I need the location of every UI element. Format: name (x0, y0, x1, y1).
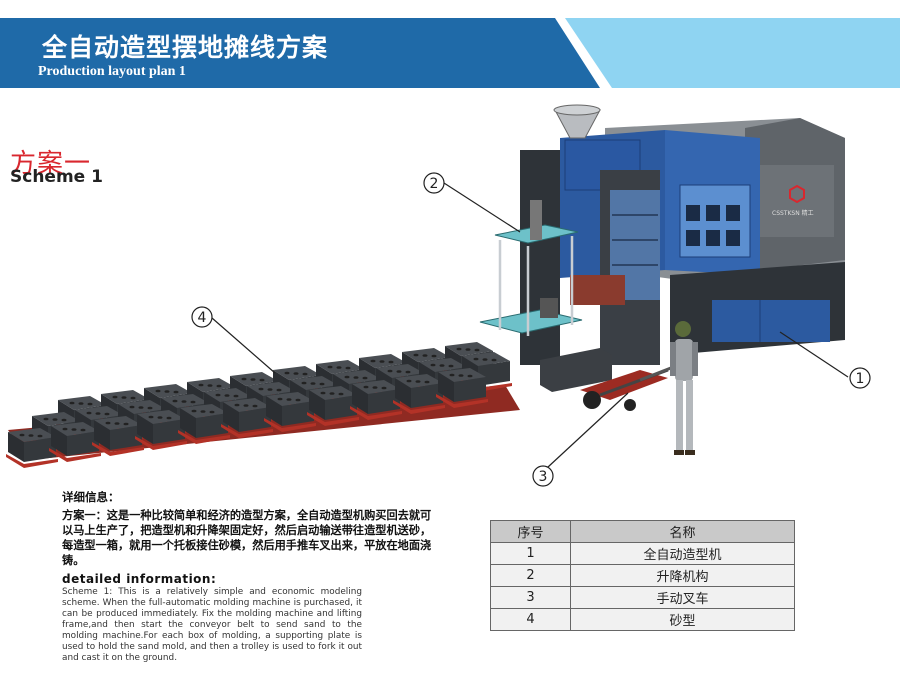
row-no: 3 (490, 586, 571, 609)
callout-4-label: 4 (198, 310, 207, 326)
callout-1-label: 1 (856, 371, 865, 387)
table-row: 1 全自动造型机 (490, 542, 795, 565)
machine-logo-text: CSSTKSN 精工 (772, 209, 814, 217)
scheme-title-en: Scheme 1 (10, 167, 103, 187)
row-name: 砂型 (570, 608, 795, 631)
row-no: 1 (490, 542, 571, 565)
row-name: 手动叉车 (570, 586, 795, 609)
callout-2: 2 (423, 172, 445, 194)
callout-3-label: 3 (539, 469, 548, 485)
callout-3: 3 (532, 465, 554, 487)
row-no: 4 (490, 608, 571, 631)
header-name: 名称 (570, 520, 795, 543)
table-row: 4 砂型 (490, 608, 795, 631)
table-row: 3 手动叉车 (490, 586, 795, 609)
row-no: 2 (490, 564, 571, 587)
details-section: 详细信息： 方案一：这是一种比较简单和经济的造型方案，全自动造型机购买回去就可以… (62, 489, 442, 664)
page-title: 全自动造型摆地摊线方案 (42, 33, 329, 62)
row-name: 升降机构 (570, 564, 795, 587)
row-name: 全自动造型机 (570, 542, 795, 565)
page-subtitle: Production layout plan 1 (38, 64, 186, 79)
sand-molds (6, 342, 520, 468)
header-no: 序号 (490, 520, 571, 543)
callout-1: 1 (849, 367, 871, 389)
molding-machine: CSSTKSN 精工 (520, 104, 845, 365)
trolley (540, 348, 677, 411)
lifting-frame (479, 200, 583, 336)
details-heading-cn: 详细信息： (62, 490, 120, 504)
callout-4: 4 (191, 306, 213, 328)
details-heading-en: detailed information: (62, 572, 217, 586)
header-background (0, 16, 900, 90)
details-text-cn: 方案一：这是一种比较简单和经济的造型方案，全自动造型机购买回去就可以马上生产了，… (62, 509, 432, 567)
worker-figure (670, 321, 698, 455)
layout-illustration: CSSTKSN 精工 (6, 104, 871, 487)
scheme-title-cn: 方案一 (10, 149, 92, 179)
callout-2-label: 2 (430, 176, 439, 192)
table-header-row: 序号 名称 (490, 520, 795, 543)
table-row: 2 升降机构 (490, 564, 795, 587)
details-text-en: Scheme 1: This is a relatively simple an… (62, 587, 362, 663)
header-banner: 全自动造型摆地摊线方案 Production layout plan 1 (0, 0, 900, 92)
parts-table: 序号 名称 1 全自动造型机 2 升降机构 3 手动叉车 4 砂型 (490, 520, 795, 631)
callout-lines (211, 182, 849, 468)
